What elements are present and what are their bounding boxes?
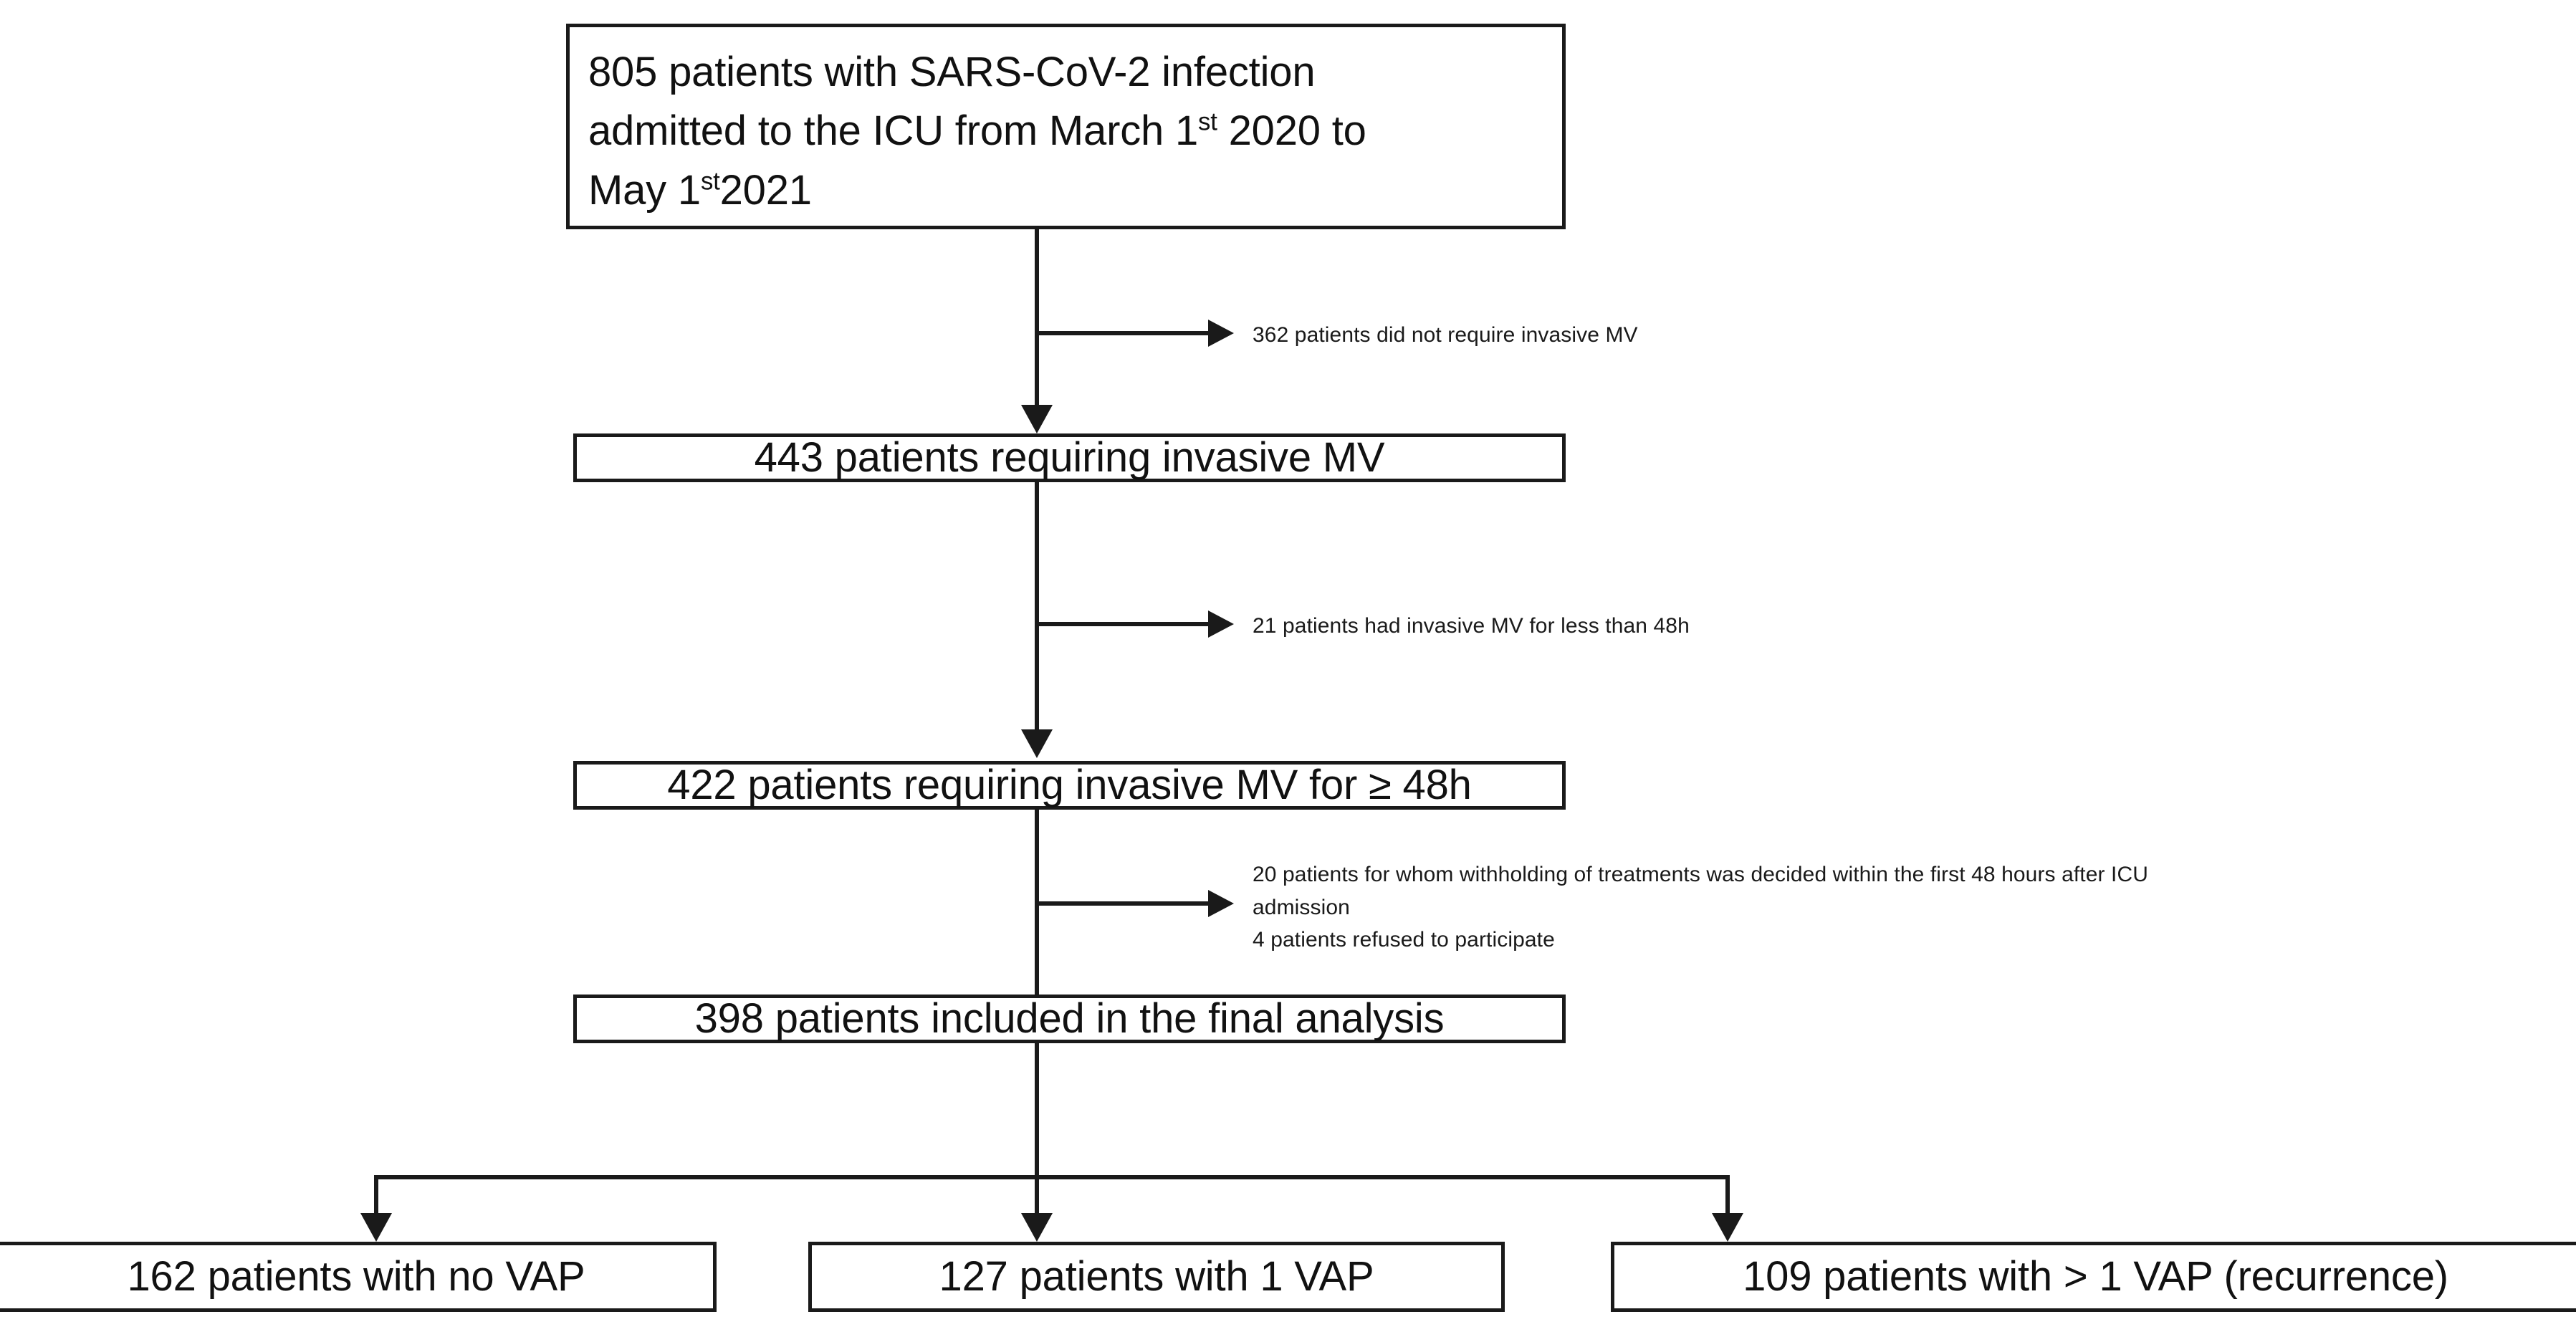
connector-branch-bar [374, 1175, 1730, 1179]
ordinal-suffix: st [1198, 108, 1217, 137]
arrowhead-requiring-mv-to-mv-48h [1021, 729, 1053, 758]
node-mv-48h: 422 patients requiring invasive MV for ≥… [573, 761, 1566, 810]
exclusion-mv-under-48h: 21 patients had invasive MV for less tha… [1253, 610, 1690, 643]
node-recurrent-vap-label: 109 patients with > 1 VAP (recurrence) [1743, 1252, 2448, 1300]
connector-exclusion-no-invasive-mv [1035, 331, 1210, 335]
node-recurrent-vap: 109 patients with > 1 VAP (recurrence) [1611, 1242, 2576, 1312]
connector-branch-no-vap [374, 1175, 378, 1217]
node-final-analysis: 398 patients included in the final analy… [573, 995, 1566, 1043]
connector-enrolled-to-requiring-mv [1035, 229, 1039, 408]
node-enrolled: 805 patients with SARS-CoV-2 infection a… [566, 24, 1566, 229]
arrowhead-exclusion-mv-under-48h [1208, 610, 1234, 638]
exclusion-no-invasive-mv-line1: 362 patients did not require invasive MV [1253, 323, 1638, 347]
node-no-vap: 162 patients with no VAP [0, 1242, 717, 1312]
exclusion-refused-line: 4 patients refused to participate [1253, 928, 1555, 952]
connector-final-analysis-drop [1035, 1043, 1039, 1177]
connector-requiring-mv-to-mv-48h [1035, 482, 1039, 729]
node-no-vap-label: 162 patients with no VAP [127, 1252, 585, 1300]
ordinal-suffix: st [700, 167, 720, 196]
node-requiring-mv-label: 443 patients requiring invasive MV [754, 433, 1385, 481]
arrowhead-enrolled-to-requiring-mv [1021, 405, 1053, 433]
arrowhead-branch-no-vap [360, 1213, 392, 1242]
arrowhead-exclusion-no-invasive-mv [1208, 320, 1234, 347]
connector-exclusion-mv-under-48h [1035, 622, 1210, 626]
node-mv-48h-label: 422 patients requiring invasive MV for ≥… [667, 761, 1472, 808]
arrowhead-exclusion-withholding [1208, 890, 1234, 917]
arrowhead-branch-one-vap [1021, 1213, 1053, 1242]
arrowhead-branch-recurrent-vap [1712, 1213, 1743, 1242]
exclusion-mv-under-48h-line1: 21 patients had invasive MV for less tha… [1253, 614, 1690, 638]
exclusion-withholding-and-refusal: 20 patients for whom withholding of trea… [1253, 858, 2148, 957]
node-enrolled-line1: 805 patients with SARS-CoV-2 infection [588, 49, 1316, 95]
exclusion-withholding-line1: 20 patients for whom withholding of trea… [1253, 863, 2149, 886]
node-final-analysis-label: 398 patients included in the final analy… [694, 995, 1445, 1042]
exclusion-withholding-line2: admission [1253, 895, 1350, 919]
node-requiring-mv: 443 patients requiring invasive MV [573, 433, 1566, 482]
connector-branch-one-vap [1035, 1175, 1039, 1217]
connector-branch-recurrent-vap [1725, 1175, 1730, 1217]
node-enrolled-line3: May 1st2021 [588, 166, 812, 214]
node-enrolled-line2: admitted to the ICU from March 1st 2020 … [588, 107, 1366, 155]
connector-exclusion-withholding [1035, 901, 1210, 906]
exclusion-no-invasive-mv: 362 patients did not require invasive MV [1253, 319, 1638, 352]
node-one-vap-label: 127 patients with 1 VAP [939, 1252, 1374, 1300]
node-one-vap: 127 patients with 1 VAP [808, 1242, 1505, 1312]
